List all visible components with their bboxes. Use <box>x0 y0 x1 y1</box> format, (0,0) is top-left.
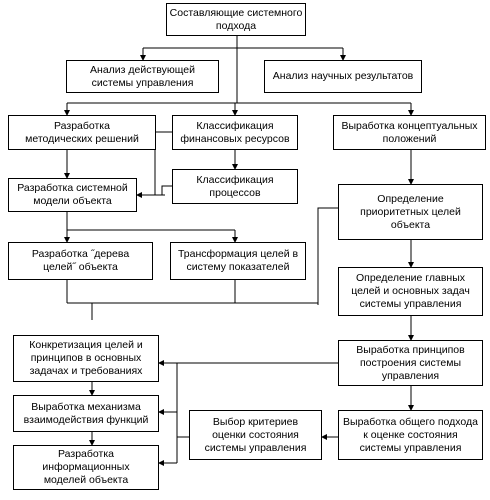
edge-classproc-to-model <box>161 185 172 195</box>
box-goals-transformation: Трансформация целей в систему показателе… <box>170 242 306 280</box>
box-system-model: Разработка системной модели объекта <box>8 178 137 212</box>
box-goals-concretization: Конкретизация целей и принципов в основн… <box>13 335 159 382</box>
box-management-principles: Выработка принципов построения системы у… <box>338 340 483 386</box>
box-priority-goals: Определение приоритетных целей объекта <box>338 184 483 240</box>
box-finance-classification: Классификация финансовых ресурсов <box>172 115 298 150</box>
box-general-approach: Выработка общего подхода к оценке состоя… <box>338 410 483 460</box>
box-system-approach-components: Составляющие системного подхода <box>166 3 306 36</box>
edge-priority-link <box>317 207 338 305</box>
box-interaction-mechanism: Выработка механизма взаимодействия функц… <box>13 395 159 432</box>
box-info-models: Разработка информационных моделей объект… <box>13 445 159 490</box>
box-evaluation-criteria: Выбор критериев оценки состояния системы… <box>189 410 322 460</box>
box-goal-tree: Разработка ˝дерева целей˝ объекта <box>8 242 153 280</box>
box-main-goals: Определение главных целей и основных зад… <box>338 267 483 316</box>
box-concept-development: Выработка концептуальных положений <box>333 115 486 150</box>
box-method-solutions: Разработка методических решений <box>8 115 156 150</box>
box-process-classification: Классификация процессов <box>172 169 298 204</box>
box-analysis-current-system: Анализ действующей системы управления <box>66 60 219 93</box>
box-analysis-science-results: Анализ научных результатов <box>264 60 422 93</box>
